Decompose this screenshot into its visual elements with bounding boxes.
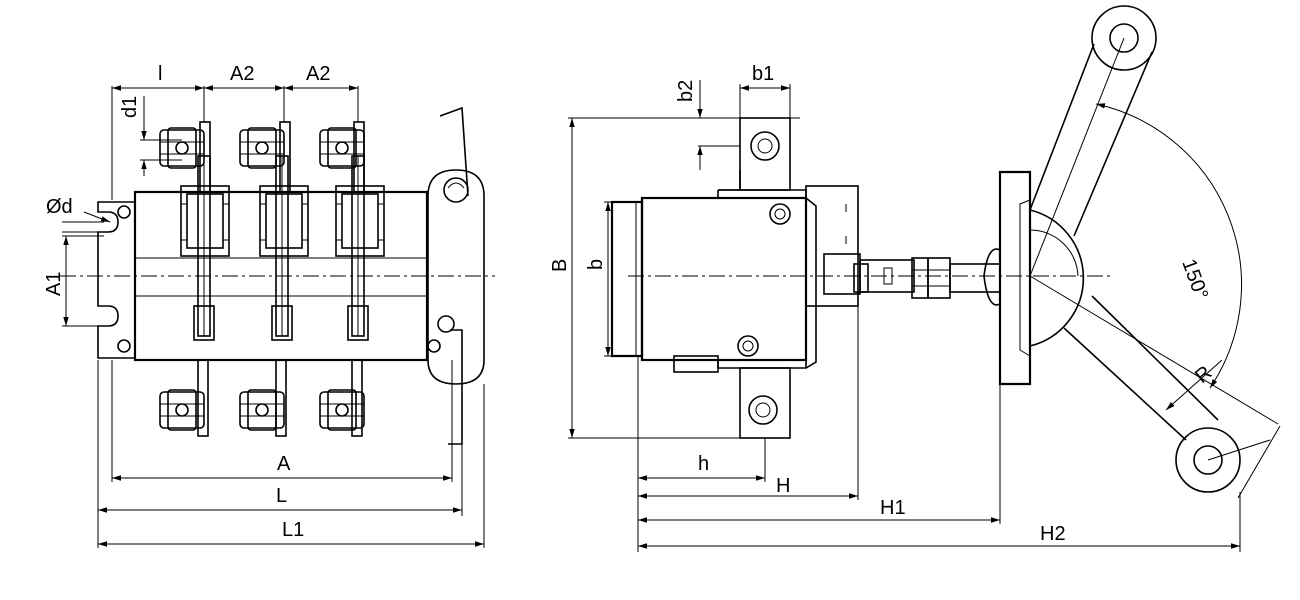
handle-eye-upper: [1091, 5, 1157, 71]
side-view: 150° R b2 b1 B b h: [549, 5, 1281, 552]
contact-housing-3: [335, 185, 385, 257]
terminal-top-3: [319, 127, 365, 169]
handle-hub: [1029, 209, 1085, 347]
mechanism-housing: [805, 185, 859, 307]
handle-arm-lower: [1063, 327, 1187, 441]
label-l-total: L: [276, 485, 287, 507]
angle-arc: [1095, 103, 1242, 389]
front-view: l A2 A2 d1 Ød A1 A L L1: [43, 63, 495, 548]
label-l: l: [158, 63, 162, 85]
label-d1: d1: [119, 96, 141, 118]
side-screw-top: [769, 203, 791, 225]
shaft: [859, 259, 915, 293]
shaft-nut-2: [927, 257, 951, 299]
contact-housing-1: [180, 185, 230, 257]
label-l1: L1: [282, 519, 304, 541]
label-a2-left: A2: [230, 63, 254, 85]
handle-eye-lower: [1175, 427, 1241, 493]
handle-bracket: [427, 169, 485, 385]
label-angle: 150°: [1177, 256, 1212, 302]
plate-screw-top: [117, 205, 131, 219]
label-a1: A1: [43, 272, 65, 296]
label-h: h: [698, 453, 709, 475]
side-front-plate: [610, 200, 644, 358]
label-a: A: [277, 453, 291, 475]
plate-screw-bottom: [117, 339, 131, 353]
label-h2: H2: [1040, 523, 1066, 545]
label-b-body: b: [585, 259, 607, 270]
side-terminal-top: [739, 117, 791, 191]
label-h-total: H: [776, 475, 790, 497]
side-screw-bottom: [737, 335, 759, 357]
terminal-bottom-3: [319, 389, 365, 431]
side-body: [640, 196, 808, 362]
label-b-total: B: [549, 259, 571, 272]
handle-pivot: [443, 177, 469, 203]
terminal-bottom-2: [239, 389, 285, 431]
handle-lever-lower: [448, 329, 463, 445]
handle-arm-upper: [1029, 43, 1095, 211]
label-b2: b2: [675, 80, 697, 102]
handle-lever-upper: [439, 106, 469, 197]
handle-escutcheon: [998, 170, 1032, 386]
mounting-plate: [97, 201, 136, 359]
label-diam-d: Ød: [46, 196, 73, 218]
terminal-top-2: [239, 127, 285, 169]
label-h1: H1: [880, 497, 906, 519]
contact-housing-2: [259, 185, 309, 257]
label-a2-right: A2: [306, 63, 330, 85]
label-b1: b1: [752, 63, 774, 85]
